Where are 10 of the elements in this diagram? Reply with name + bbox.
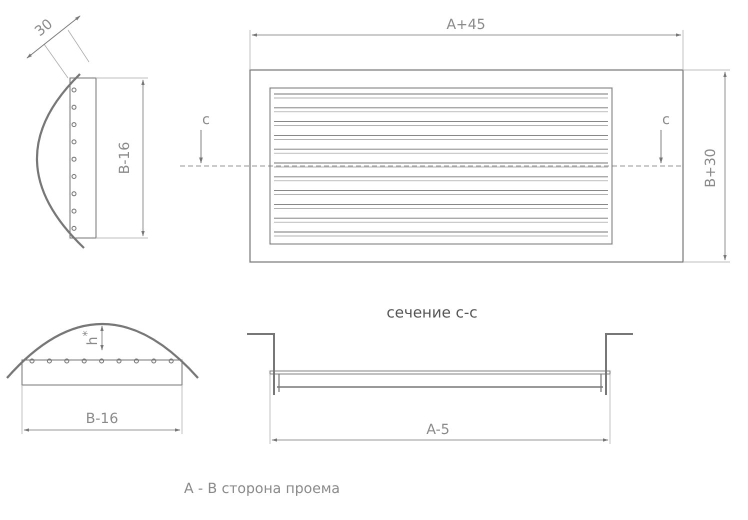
section-mark: c (662, 113, 670, 127)
dimension-label: B+30 (704, 148, 718, 188)
section-title: сечение с-с (386, 306, 478, 320)
dimension-label: B-16 (118, 142, 132, 174)
dimension-label: A+45 (446, 18, 486, 32)
dimension-label: 30 (32, 16, 56, 40)
section-mark: c (202, 113, 210, 127)
dimension-label: A-5 (426, 423, 450, 437)
dimension-label: B-16 (86, 412, 118, 426)
note: A - B сторона проема (184, 482, 340, 496)
